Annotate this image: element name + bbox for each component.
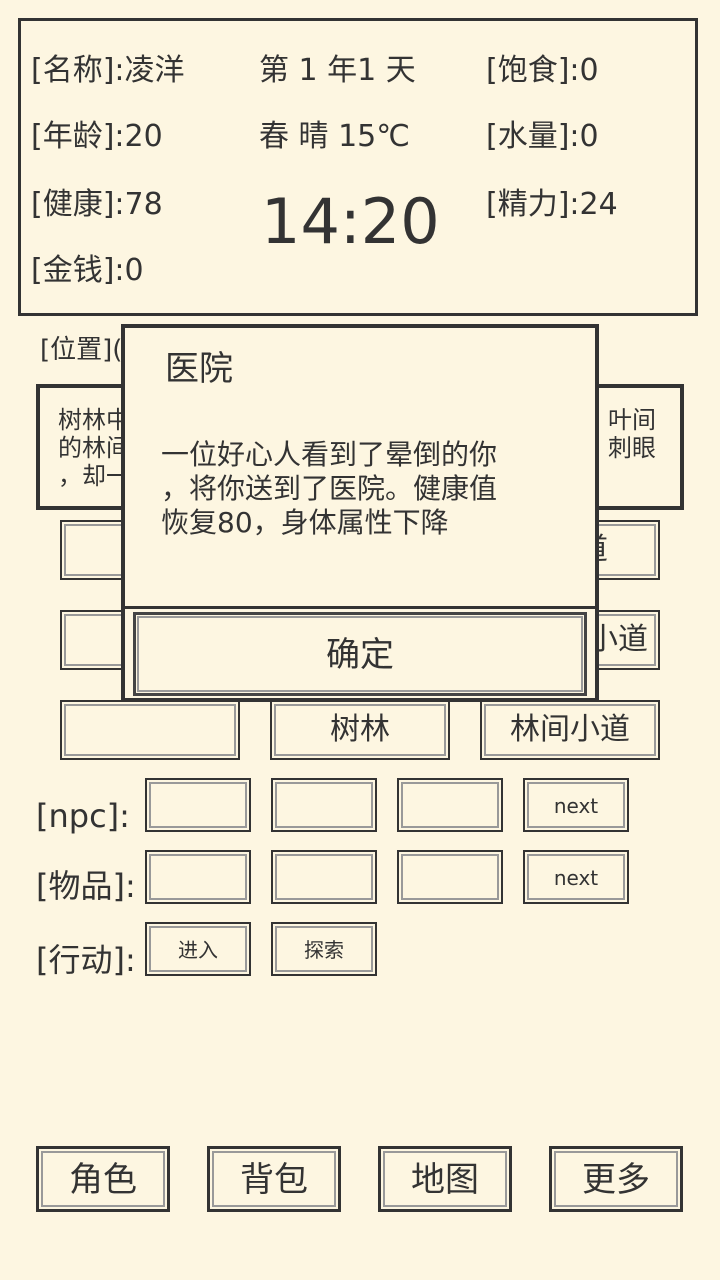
enter-button[interactable]: 进入 bbox=[145, 922, 251, 976]
description-line: 刺眼 bbox=[608, 434, 656, 462]
description-line: 树林中 bbox=[58, 406, 130, 434]
location-label: [位置]( bbox=[40, 335, 123, 365]
description-line: 的林间 bbox=[58, 434, 130, 462]
explore-button[interactable]: 探索 bbox=[271, 922, 377, 976]
items-next-button[interactable]: next bbox=[523, 850, 629, 904]
npc-slot-1[interactable] bbox=[145, 778, 251, 832]
stat-hunger: [饱食]:0 bbox=[486, 53, 599, 88]
npc-next-button[interactable]: next bbox=[523, 778, 629, 832]
description-line: 叶间 bbox=[608, 406, 656, 434]
dialog-divider bbox=[125, 606, 595, 609]
game-date: 第 1 年1 天 bbox=[259, 53, 416, 88]
item-slot-1[interactable] bbox=[145, 850, 251, 904]
character-button[interactable]: 角色 bbox=[36, 1146, 170, 1212]
items-label: [物品]: bbox=[36, 867, 136, 905]
place-button-forest-path[interactable]: 林间小道 bbox=[480, 700, 660, 760]
dialog-message-line: ，将你送到了医院。健康值 bbox=[161, 472, 498, 505]
stat-name: [名称]:凌洋 bbox=[31, 53, 185, 88]
place-button-forest[interactable]: 树林 bbox=[270, 700, 450, 760]
backpack-button[interactable]: 背包 bbox=[207, 1146, 341, 1212]
stat-energy: [精力]:24 bbox=[486, 187, 618, 222]
npc-slot-2[interactable] bbox=[271, 778, 377, 832]
hospital-dialog: 医院 一位好心人看到了晕倒的你 ，将你送到了医院。健康值 恢复80，身体属性下降… bbox=[121, 324, 599, 702]
map-button[interactable]: 地图 bbox=[378, 1146, 512, 1212]
description-right: 叶间 刺眼 bbox=[608, 406, 656, 462]
description-line: ，却一 bbox=[58, 462, 130, 490]
actions-label: [行动]: bbox=[36, 941, 136, 979]
place-button-row3-left[interactable] bbox=[60, 700, 240, 760]
npc-slot-3[interactable] bbox=[397, 778, 503, 832]
item-slot-3[interactable] bbox=[397, 850, 503, 904]
confirm-button[interactable]: 确定 bbox=[133, 612, 587, 696]
stat-water: [水量]:0 bbox=[486, 119, 599, 154]
dialog-title: 医院 bbox=[165, 349, 233, 389]
dialog-message-line: 一位好心人看到了晕倒的你 bbox=[161, 438, 498, 471]
stat-health: [健康]:78 bbox=[31, 187, 163, 222]
stats-panel: [名称]:凌洋 [年龄]:20 [健康]:78 [金钱]:0 第 1 年1 天 … bbox=[18, 18, 698, 316]
weather-info: 春 晴 15℃ bbox=[259, 119, 410, 154]
more-button[interactable]: 更多 bbox=[549, 1146, 683, 1212]
stat-age: [年龄]:20 bbox=[31, 119, 163, 154]
dialog-message-line: 恢复80，身体属性下降 bbox=[161, 506, 449, 539]
dialog-message: 一位好心人看到了晕倒的你 ，将你送到了医院。健康值 恢复80，身体属性下降 bbox=[161, 438, 581, 540]
game-clock: 14:20 bbox=[261, 185, 440, 258]
npc-label: [npc]: bbox=[36, 797, 130, 835]
description-left: 树林中 的林间 ，却一 bbox=[58, 406, 130, 490]
stat-money: [金钱]:0 bbox=[31, 253, 144, 288]
item-slot-2[interactable] bbox=[271, 850, 377, 904]
